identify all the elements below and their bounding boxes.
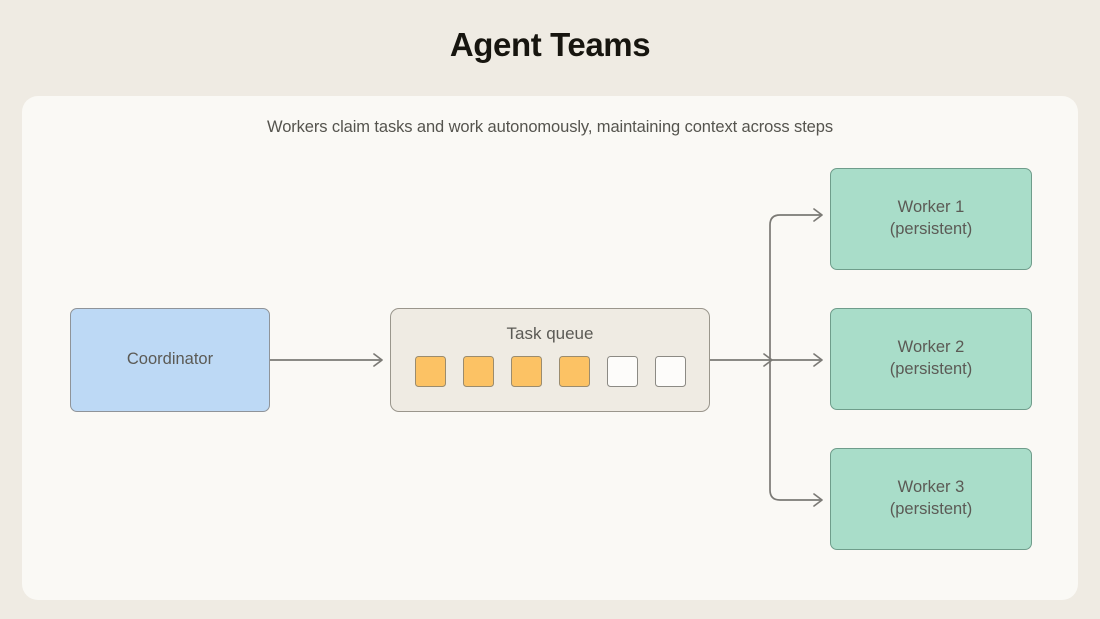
task-slot-filled-3: [510, 356, 542, 387]
arrowhead-worker3: [813, 493, 823, 507]
page-title: Agent Teams: [449, 26, 651, 63]
worker-2-sublabel: (persistent): [889, 360, 973, 378]
node-worker-3[interactable]: Worker 3 (persistent): [830, 448, 1032, 550]
node-worker-2[interactable]: Worker 2 (persistent): [830, 308, 1032, 410]
worker-2-name: Worker 2: [897, 338, 965, 357]
edge-queue-to-worker3: [769, 359, 821, 501]
coordinator-label: Coordinator: [126, 350, 214, 369]
node-task-queue[interactable]: Task queue: [390, 308, 710, 412]
arrowhead-worker2: [813, 353, 823, 367]
node-coordinator[interactable]: Coordinator: [70, 308, 270, 412]
node-worker-1[interactable]: Worker 1 (persistent): [830, 168, 1032, 270]
connector-layer: [269, 208, 823, 507]
worker-1-sublabel: (persistent): [889, 220, 973, 238]
task-queue-slots: [391, 356, 709, 387]
arrowhead-worker1: [813, 208, 823, 222]
task-slot-empty-6: [654, 356, 686, 387]
arrowhead-queue: [373, 353, 383, 367]
worker-3-name: Worker 3: [897, 478, 965, 497]
task-slot-empty-5: [606, 356, 638, 387]
diagram-subtitle: Workers claim tasks and work autonomousl…: [267, 118, 833, 136]
task-slot-filled-4: [558, 356, 590, 387]
task-slot-filled-1: [414, 356, 446, 387]
task-queue-label: Task queue: [506, 324, 594, 343]
diagram-card: Workers claim tasks and work autonomousl…: [22, 96, 1078, 600]
task-slot-filled-2: [462, 356, 494, 387]
worker-3-sublabel: (persistent): [889, 500, 973, 518]
worker-1-name: Worker 1: [897, 198, 965, 217]
edge-queue-to-worker1: [769, 214, 821, 361]
